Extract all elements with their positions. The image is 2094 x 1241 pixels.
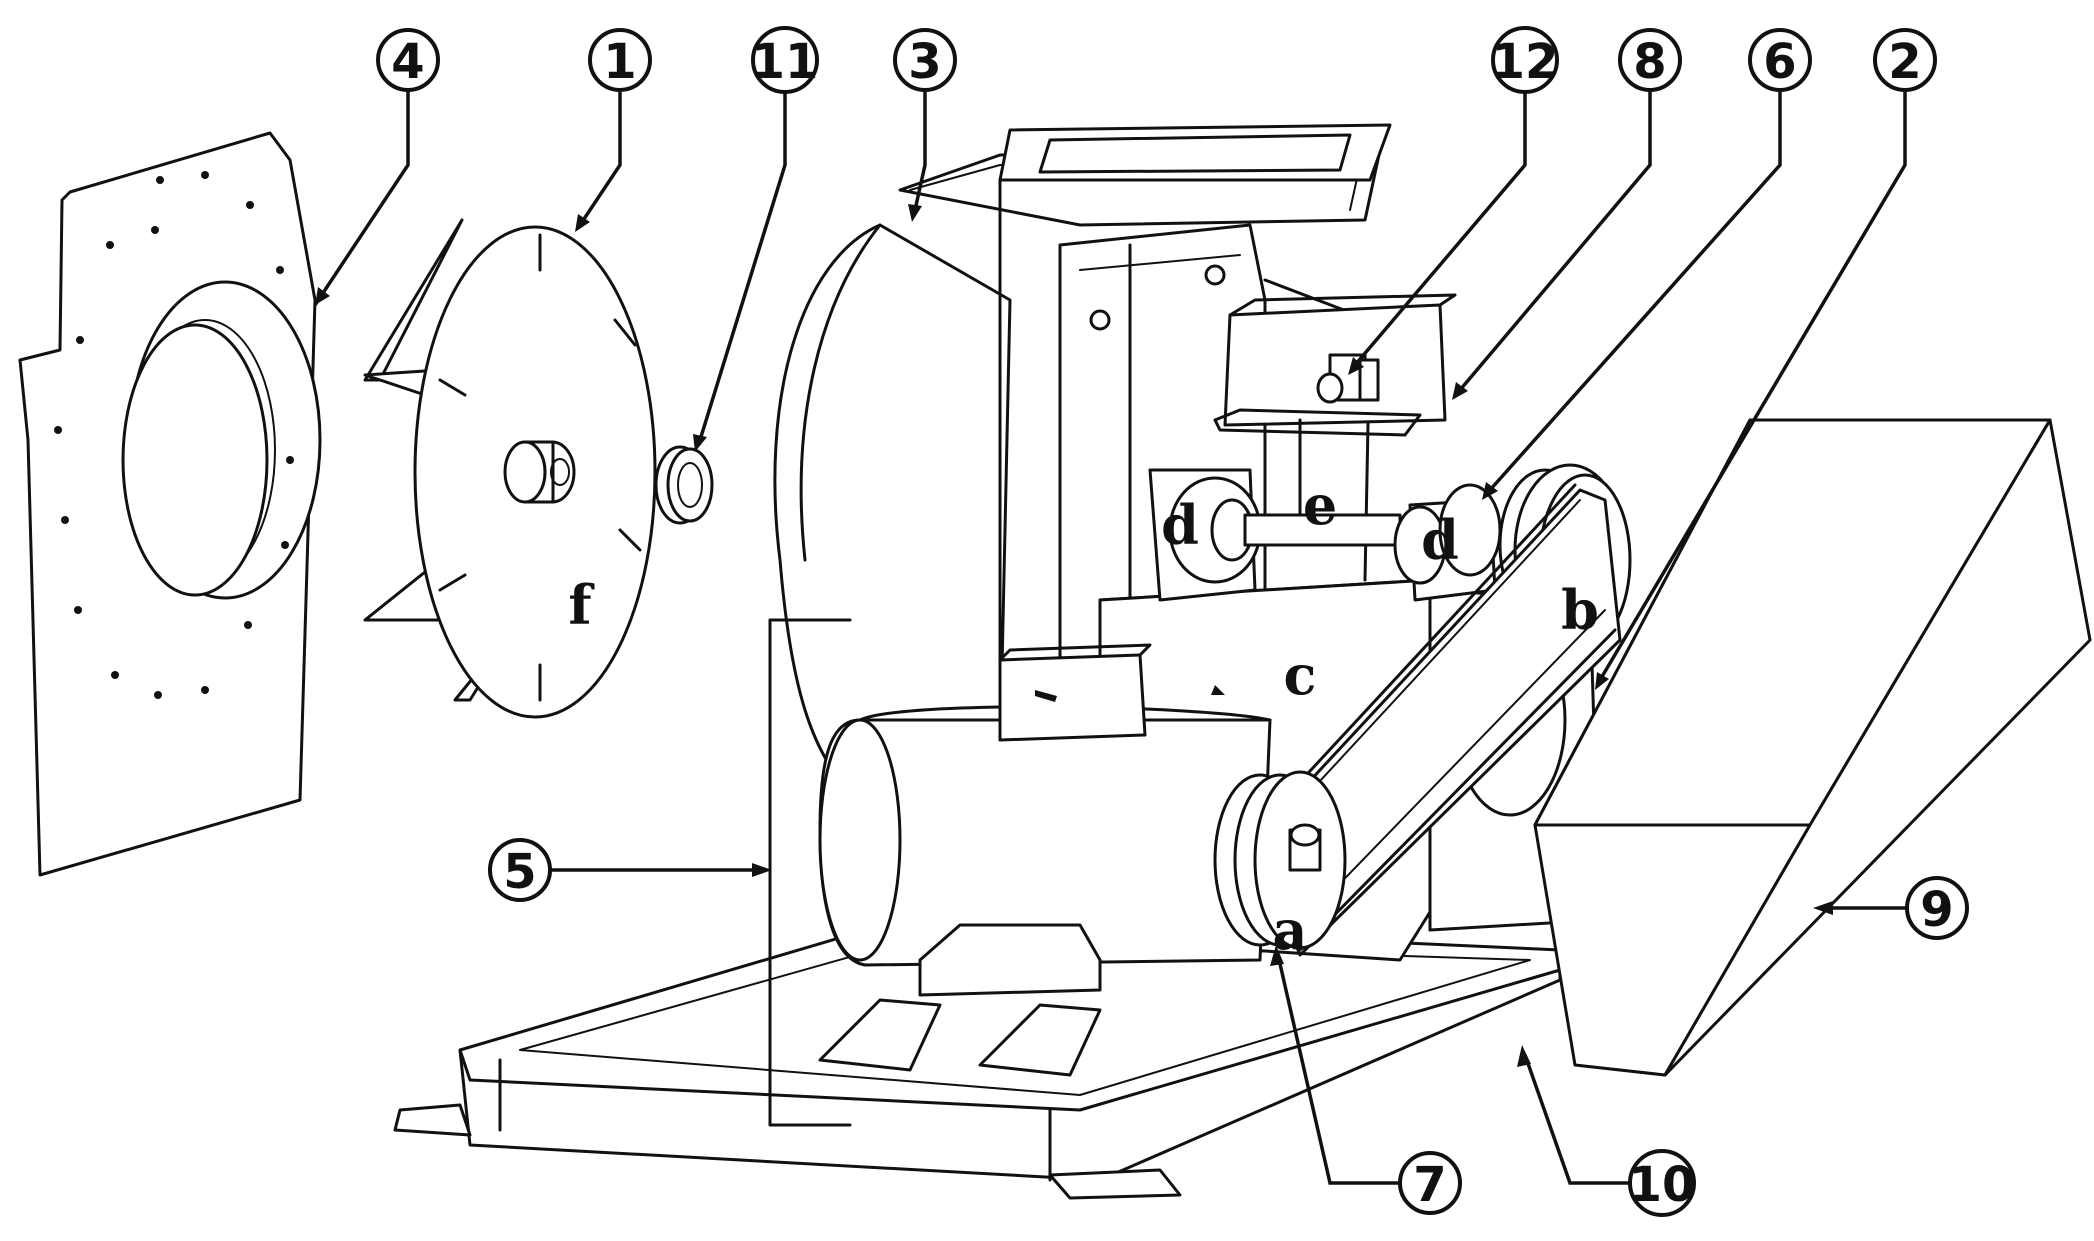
callout-11: 11	[751, 26, 819, 94]
label-d-right: d	[1421, 508, 1459, 572]
callout-6: 6	[1748, 28, 1812, 92]
callout-12: 12	[1491, 26, 1559, 94]
label-c: c	[1284, 643, 1317, 707]
label-e: e	[1303, 473, 1337, 537]
callout-4: 4	[376, 28, 440, 92]
label-b: b	[1561, 578, 1599, 642]
electric-motor	[818, 643, 1272, 997]
callout-10: 10	[1628, 1149, 1696, 1217]
callout-7-number: 7	[1413, 1157, 1446, 1213]
frame-edge-lines	[768, 618, 852, 1127]
callout-4-number: 4	[391, 34, 424, 90]
label-d-left: d	[1161, 493, 1199, 557]
bearing-ring	[654, 445, 714, 525]
callout-2-number: 2	[1888, 34, 1921, 90]
callout-3-number: 3	[908, 34, 941, 90]
belt-guard	[1533, 418, 2092, 1077]
motor-pulley-and-belt	[1213, 483, 1622, 957]
impeller-disc	[363, 218, 657, 719]
callout-11-number: 11	[752, 34, 819, 90]
callout-7: 7	[1398, 1151, 1462, 1215]
callout-1: 1	[588, 28, 652, 92]
callout-2: 2	[1873, 28, 1937, 92]
control-box	[1213, 293, 1457, 437]
callout-5-number: 5	[503, 844, 536, 900]
switch-knob	[1316, 353, 1380, 404]
label-f: f	[568, 573, 595, 637]
volute-housing	[773, 123, 1392, 802]
callout-leaders	[313, 92, 1907, 1185]
bearing-shaft-assembly	[1148, 418, 1502, 602]
callout-8-number: 8	[1633, 34, 1666, 90]
callout-3: 3	[893, 28, 957, 92]
callout-10-number: 10	[1629, 1157, 1696, 1213]
callout-1-number: 1	[603, 34, 636, 90]
callout-6-number: 6	[1763, 34, 1796, 90]
callout-9-number: 9	[1920, 882, 1953, 938]
callout-9: 9	[1905, 876, 1969, 940]
callout-8: 8	[1618, 28, 1682, 92]
side-cover-plate	[18, 131, 322, 877]
callout-12-number: 12	[1492, 34, 1559, 90]
callout-5: 5	[488, 838, 552, 902]
